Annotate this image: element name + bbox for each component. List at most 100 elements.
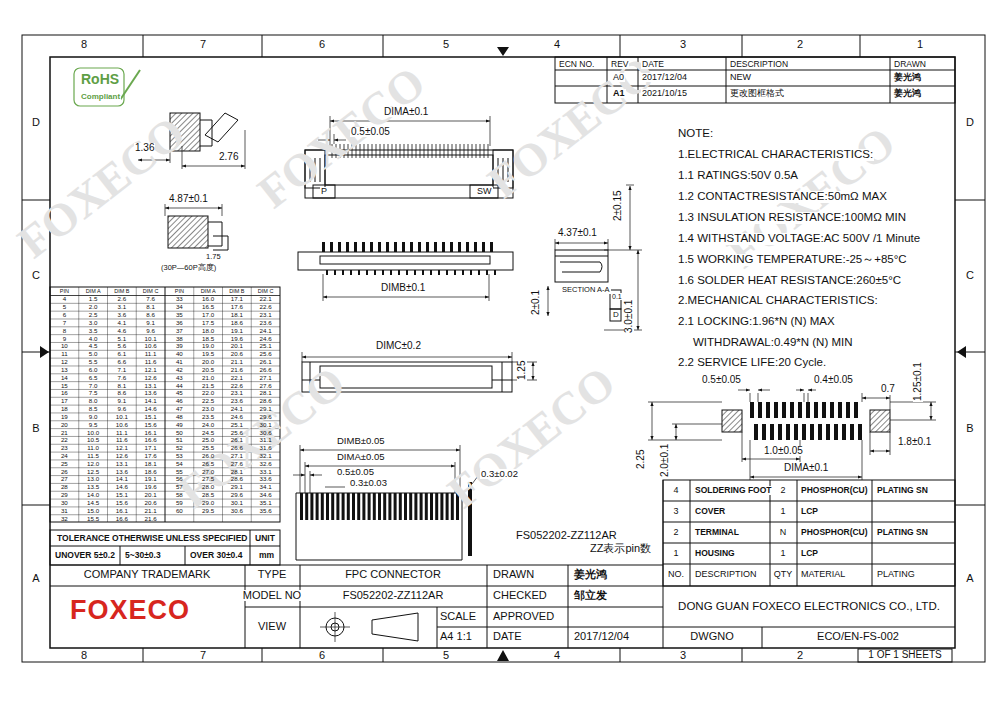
- table-cell: 52: [176, 445, 183, 451]
- zone-ref: B: [31, 423, 40, 434]
- solder-pad: [834, 424, 838, 440]
- dimension-label: (30P—60P高度): [160, 264, 217, 272]
- table-cell: 25.5: [202, 445, 214, 451]
- table-cell: 27.6: [231, 461, 243, 467]
- table-cell: 11.0: [87, 445, 99, 451]
- revision-cell: A1: [612, 89, 626, 98]
- bom-cell: PHOSPHOR(CU): [800, 486, 869, 495]
- dimension-label: 2.25: [636, 449, 646, 470]
- dimension-label: SECTION A-A: [561, 286, 611, 294]
- front-view: [298, 242, 513, 301]
- dimension-label: DIMC±0.2: [375, 341, 422, 351]
- tolerance-cell: TOLERANCE OTHERWISE UNLESS SPECIFIED: [56, 534, 249, 543]
- contact-pin: [346, 242, 349, 252]
- footprint-view: [722, 410, 742, 432]
- table-cell: 2.0: [89, 304, 98, 310]
- side-view: [165, 204, 222, 216]
- zone-ref: 4: [553, 39, 561, 50]
- table-rule: [136, 287, 137, 522]
- fpc-contact: [331, 493, 334, 520]
- tolerance-cell: mm: [258, 551, 275, 560]
- dimension-label: SW: [476, 187, 493, 196]
- contact-pin: [420, 144, 421, 158]
- footprint-view: [738, 390, 750, 391]
- contact-pin: [342, 270, 344, 275]
- table-cell: 21: [61, 430, 68, 436]
- dimension-label: DIMA±0.1: [783, 463, 829, 473]
- dimension-label: 0.5±0.05: [350, 127, 391, 137]
- revision-cell: 姜光鸿: [893, 89, 922, 98]
- table-header: PIN: [175, 289, 184, 295]
- title-block: [50, 480, 955, 662]
- table-cell: 42: [176, 367, 183, 373]
- title-block-cell: MODEL NO: [242, 590, 302, 601]
- fpc-contact: [394, 493, 397, 520]
- table-cell: 35.6: [260, 508, 272, 514]
- table-cell: 8.6: [146, 312, 155, 318]
- table-cell: 29: [61, 492, 68, 498]
- table-cell: 11: [61, 351, 67, 357]
- contact-pin: [476, 144, 477, 158]
- bom-cell: SOLDERING FOOT: [694, 486, 773, 495]
- table-cell: 26.5: [202, 461, 214, 467]
- table-cell: 35: [176, 312, 183, 318]
- contact-pin: [408, 144, 409, 158]
- table-cell: 18: [61, 406, 68, 412]
- dimension-label: DIMB±0.1: [380, 283, 426, 293]
- table-cell: 19.6: [231, 336, 243, 342]
- table-cell: 14.5: [87, 500, 99, 506]
- fpc-contact: [352, 493, 355, 520]
- solder-pad: [830, 402, 834, 418]
- table-cell: 6.5: [89, 375, 98, 381]
- footprint-view: [648, 390, 936, 480]
- table-cell: 27.1: [231, 453, 243, 459]
- table-cell: 24.5: [202, 430, 214, 436]
- title-block-cell: COMPANY TRADEMARK: [83, 569, 212, 580]
- rohs-logo: [74, 68, 124, 106]
- table-cell: 30.6: [260, 430, 272, 436]
- table-cell: 14.6: [116, 484, 128, 490]
- table-cell: 7.0: [89, 383, 98, 389]
- dimension-label: 1.75: [205, 253, 222, 261]
- bottom-view: [533, 362, 534, 380]
- fpc-contact: [409, 493, 412, 520]
- table-cell: 13.6: [145, 390, 157, 396]
- contact-pin: [370, 242, 373, 252]
- contact-pin: [454, 270, 456, 275]
- dimension-label: 0.1: [611, 293, 623, 300]
- fpc-contact: [446, 493, 449, 520]
- table-cell: 18.0: [202, 328, 214, 334]
- table-cell: 17.1: [231, 296, 243, 302]
- table-cell: 43: [176, 375, 183, 381]
- table-cell: 17.5: [202, 320, 214, 326]
- zone-ref: 2: [796, 39, 804, 50]
- table-cell: 39: [176, 343, 183, 349]
- pin-dimension-table: [50, 287, 280, 522]
- contact-pin: [456, 144, 457, 158]
- bom-cell: COVER: [694, 507, 726, 516]
- table-cell: 8.0: [89, 398, 98, 404]
- zone-ref: C: [965, 270, 975, 281]
- table-cell: 53: [176, 453, 183, 459]
- contact-pin: [468, 144, 469, 158]
- bom-cell: DESCRIPTION: [694, 570, 758, 579]
- table-cell: 18.1: [145, 461, 157, 467]
- table-cell: 14.1: [116, 476, 128, 482]
- table-cell: 12.6: [116, 453, 128, 459]
- solder-pad: [774, 402, 778, 418]
- dimension-label: 0.3±0.03: [349, 478, 388, 488]
- footprint-view: [758, 390, 770, 391]
- table-cell: 34: [176, 304, 183, 310]
- table-cell: 30: [61, 500, 68, 506]
- section-view: [638, 250, 639, 330]
- bom-table: [663, 480, 955, 586]
- table-cell: 14.1: [145, 398, 157, 404]
- dimension-label: P: [320, 187, 328, 196]
- table-cell: 22.0: [202, 390, 214, 396]
- table-cell: 46: [176, 398, 183, 404]
- watermark: FOXECO: [10, 109, 193, 266]
- contact-pin: [394, 242, 397, 252]
- table-cell: 8: [63, 328, 66, 334]
- table-cell: 8.1: [118, 383, 127, 389]
- table-header: PIN: [60, 289, 69, 295]
